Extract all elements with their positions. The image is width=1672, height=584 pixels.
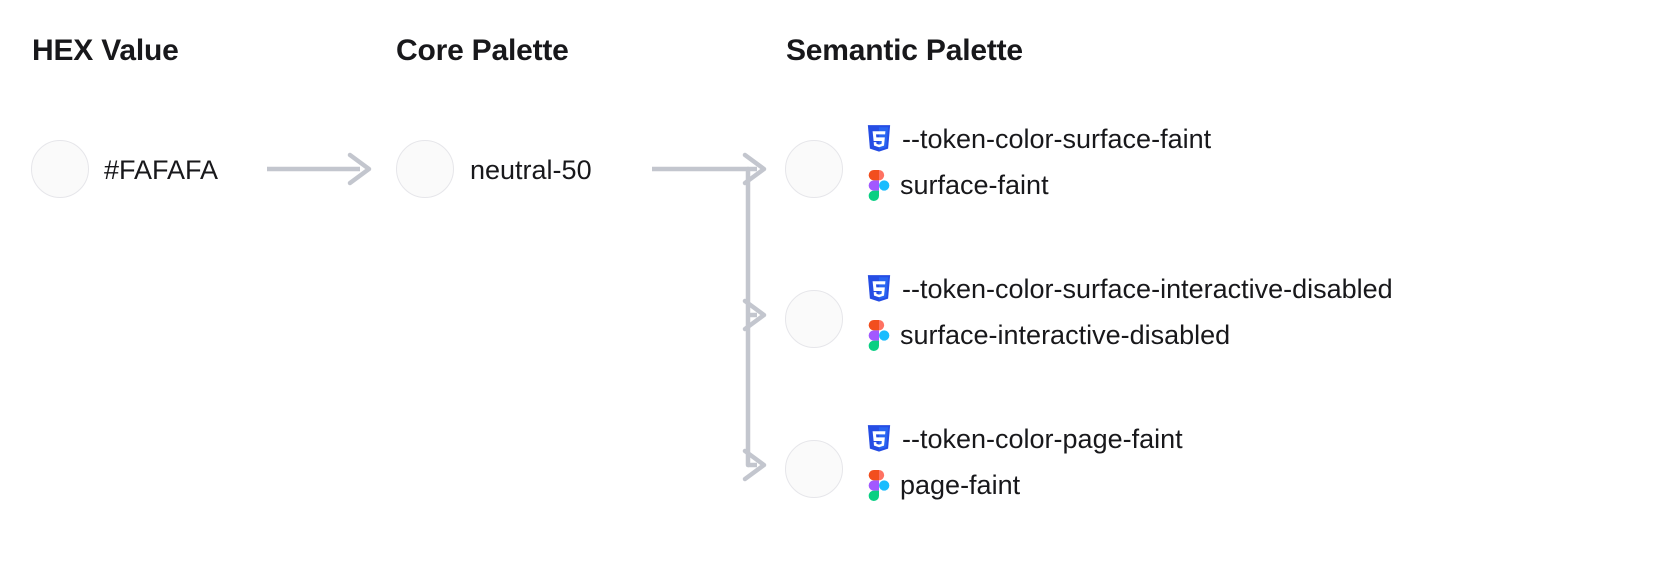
column-heading-core-palette: Core Palette xyxy=(396,34,569,67)
swatch-semantic-1 xyxy=(785,290,843,348)
figma-icon xyxy=(868,169,890,201)
css-token-line: --token-color-surface-interactive-disabl… xyxy=(866,266,1666,312)
css-token-line: --token-color-page-faint xyxy=(866,416,1666,462)
hex-value-label: #FAFAFA xyxy=(104,155,219,185)
figma-token-line: surface-interactive-disabled xyxy=(866,312,1666,358)
swatch-core-palette xyxy=(396,140,454,198)
css3-icon xyxy=(867,275,891,302)
arrow-right-icon-hex-to-core xyxy=(267,152,372,186)
figma-token-text: surface-interactive-disabled xyxy=(900,319,1231,350)
semantic-token-row: --token-color-surface-faint surface-fain… xyxy=(866,116,1666,208)
figma-icon xyxy=(868,469,890,501)
figma-token-line: surface-faint xyxy=(866,162,1666,208)
swatch-semantic-2 xyxy=(785,440,843,498)
semantic-token-row: --token-color-surface-interactive-disabl… xyxy=(866,266,1666,358)
css-token-text: --token-color-page-faint xyxy=(902,423,1183,454)
column-heading-semantic-palette: Semantic Palette xyxy=(786,34,1023,67)
css-token-line: --token-color-surface-faint xyxy=(866,116,1666,162)
css-token-text: --token-color-surface-faint xyxy=(902,123,1212,154)
branching-arrow-connector xyxy=(652,152,767,482)
figma-token-text: page-faint xyxy=(900,469,1021,500)
core-palette-label: neutral-50 xyxy=(470,155,592,185)
semantic-token-row: --token-color-page-faint page-faint xyxy=(866,416,1666,508)
swatch-semantic-0 xyxy=(785,140,843,198)
css-token-text: --token-color-surface-interactive-disabl… xyxy=(902,273,1393,304)
css3-icon xyxy=(867,125,891,152)
figma-token-line: page-faint xyxy=(866,462,1666,508)
column-heading-hex-value: HEX Value xyxy=(32,34,179,67)
css3-icon xyxy=(867,425,891,452)
figma-icon xyxy=(868,319,890,351)
figma-token-text: surface-faint xyxy=(900,169,1049,200)
swatch-hex-value xyxy=(31,140,89,198)
